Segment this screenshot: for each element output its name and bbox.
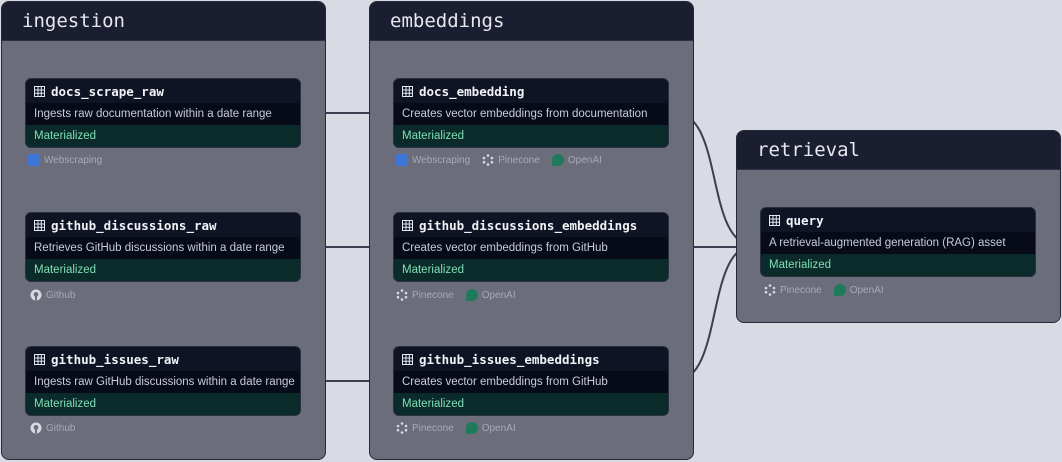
table-icon [34, 353, 45, 365]
asset-status: Materialized [394, 259, 668, 281]
pinecone-icon [396, 289, 408, 301]
table-icon [402, 353, 413, 365]
tag-openai: OpenAI [465, 289, 516, 301]
openai-icon [465, 422, 478, 434]
github-icon [30, 422, 42, 434]
table-icon [769, 214, 780, 226]
webscraping-icon [396, 154, 408, 166]
asset-node-github-issues-embeddings[interactable]: github_issues_embeddings Creates vector … [393, 346, 669, 416]
pinecone-icon [396, 422, 408, 434]
tag-openai: OpenAI [465, 422, 516, 434]
asset-description: Ingests raw GitHub discussions within a … [26, 371, 300, 393]
group-title: embeddings [370, 2, 693, 41]
asset-description: Creates vector embeddings from GitHub [394, 371, 668, 393]
webscraping-icon [28, 154, 40, 166]
asset-description: A retrieval-augmented generation (RAG) a… [761, 232, 1035, 254]
asset-description: Creates vector embeddings from GitHub [394, 237, 668, 259]
table-icon [34, 85, 45, 97]
asset-name: github_issues_raw [51, 351, 179, 367]
asset-node-query[interactable]: query A retrieval-augmented generation (… [760, 207, 1036, 277]
asset-name: github_issues_embeddings [419, 351, 600, 367]
tag-github: Github [30, 289, 75, 301]
github-icon [30, 289, 42, 301]
asset-tags: Webscraping [28, 154, 102, 166]
table-icon [402, 85, 413, 97]
asset-tags: Pinecone OpenAI [764, 284, 884, 296]
openai-icon [551, 154, 564, 166]
asset-tags: Pinecone OpenAI [396, 422, 516, 434]
asset-status: Materialized [394, 125, 668, 147]
openai-icon [833, 284, 846, 296]
tag-github: Github [30, 422, 75, 434]
asset-status: Materialized [26, 125, 300, 147]
asset-description: Retrieves GitHub discussions within a da… [26, 237, 300, 259]
asset-status: Materialized [26, 259, 300, 281]
asset-status: Materialized [26, 393, 300, 415]
tag-pinecone: Pinecone [396, 289, 454, 301]
pinecone-icon [764, 284, 776, 296]
asset-node-docs-scrape-raw[interactable]: docs_scrape_raw Ingests raw documentatio… [25, 78, 301, 148]
asset-node-docs-embedding[interactable]: docs_embedding Creates vector embeddings… [393, 78, 669, 148]
table-icon [402, 219, 413, 231]
asset-name: docs_scrape_raw [51, 83, 164, 99]
asset-name: query [786, 212, 824, 228]
tag-openai: OpenAI [551, 154, 602, 166]
asset-tags: Pinecone OpenAI [396, 289, 516, 301]
tag-webscraping: Webscraping [28, 154, 102, 166]
asset-node-github-discussions-raw[interactable]: github_discussions_raw Retrieves GitHub … [25, 212, 301, 282]
asset-tags: Webscraping Pinecone OpenAI [396, 154, 602, 166]
asset-name: github_discussions_embeddings [419, 217, 638, 233]
pinecone-icon [482, 154, 494, 166]
table-icon [34, 219, 45, 231]
tag-webscraping: Webscraping [396, 154, 470, 166]
asset-name: docs_embedding [419, 83, 525, 99]
tag-pinecone: Pinecone [396, 422, 454, 434]
asset-node-github-issues-raw[interactable]: github_issues_raw Ingests raw GitHub dis… [25, 346, 301, 416]
group-title: ingestion [2, 2, 325, 41]
asset-status: Materialized [394, 393, 668, 415]
tag-pinecone: Pinecone [764, 284, 822, 296]
tag-openai: OpenAI [833, 284, 884, 296]
asset-tags: Github [30, 289, 75, 301]
openai-icon [465, 289, 478, 301]
asset-tags: Github [30, 422, 75, 434]
asset-node-github-discussions-embeddings[interactable]: github_discussions_embeddings Creates ve… [393, 212, 669, 282]
asset-status: Materialized [761, 254, 1035, 276]
asset-name: github_discussions_raw [51, 217, 217, 233]
asset-description: Ingests raw documentation within a date … [26, 103, 300, 125]
tag-pinecone: Pinecone [482, 154, 540, 166]
group-title: retrieval [737, 131, 1060, 170]
asset-description: Creates vector embeddings from documenta… [394, 103, 668, 125]
